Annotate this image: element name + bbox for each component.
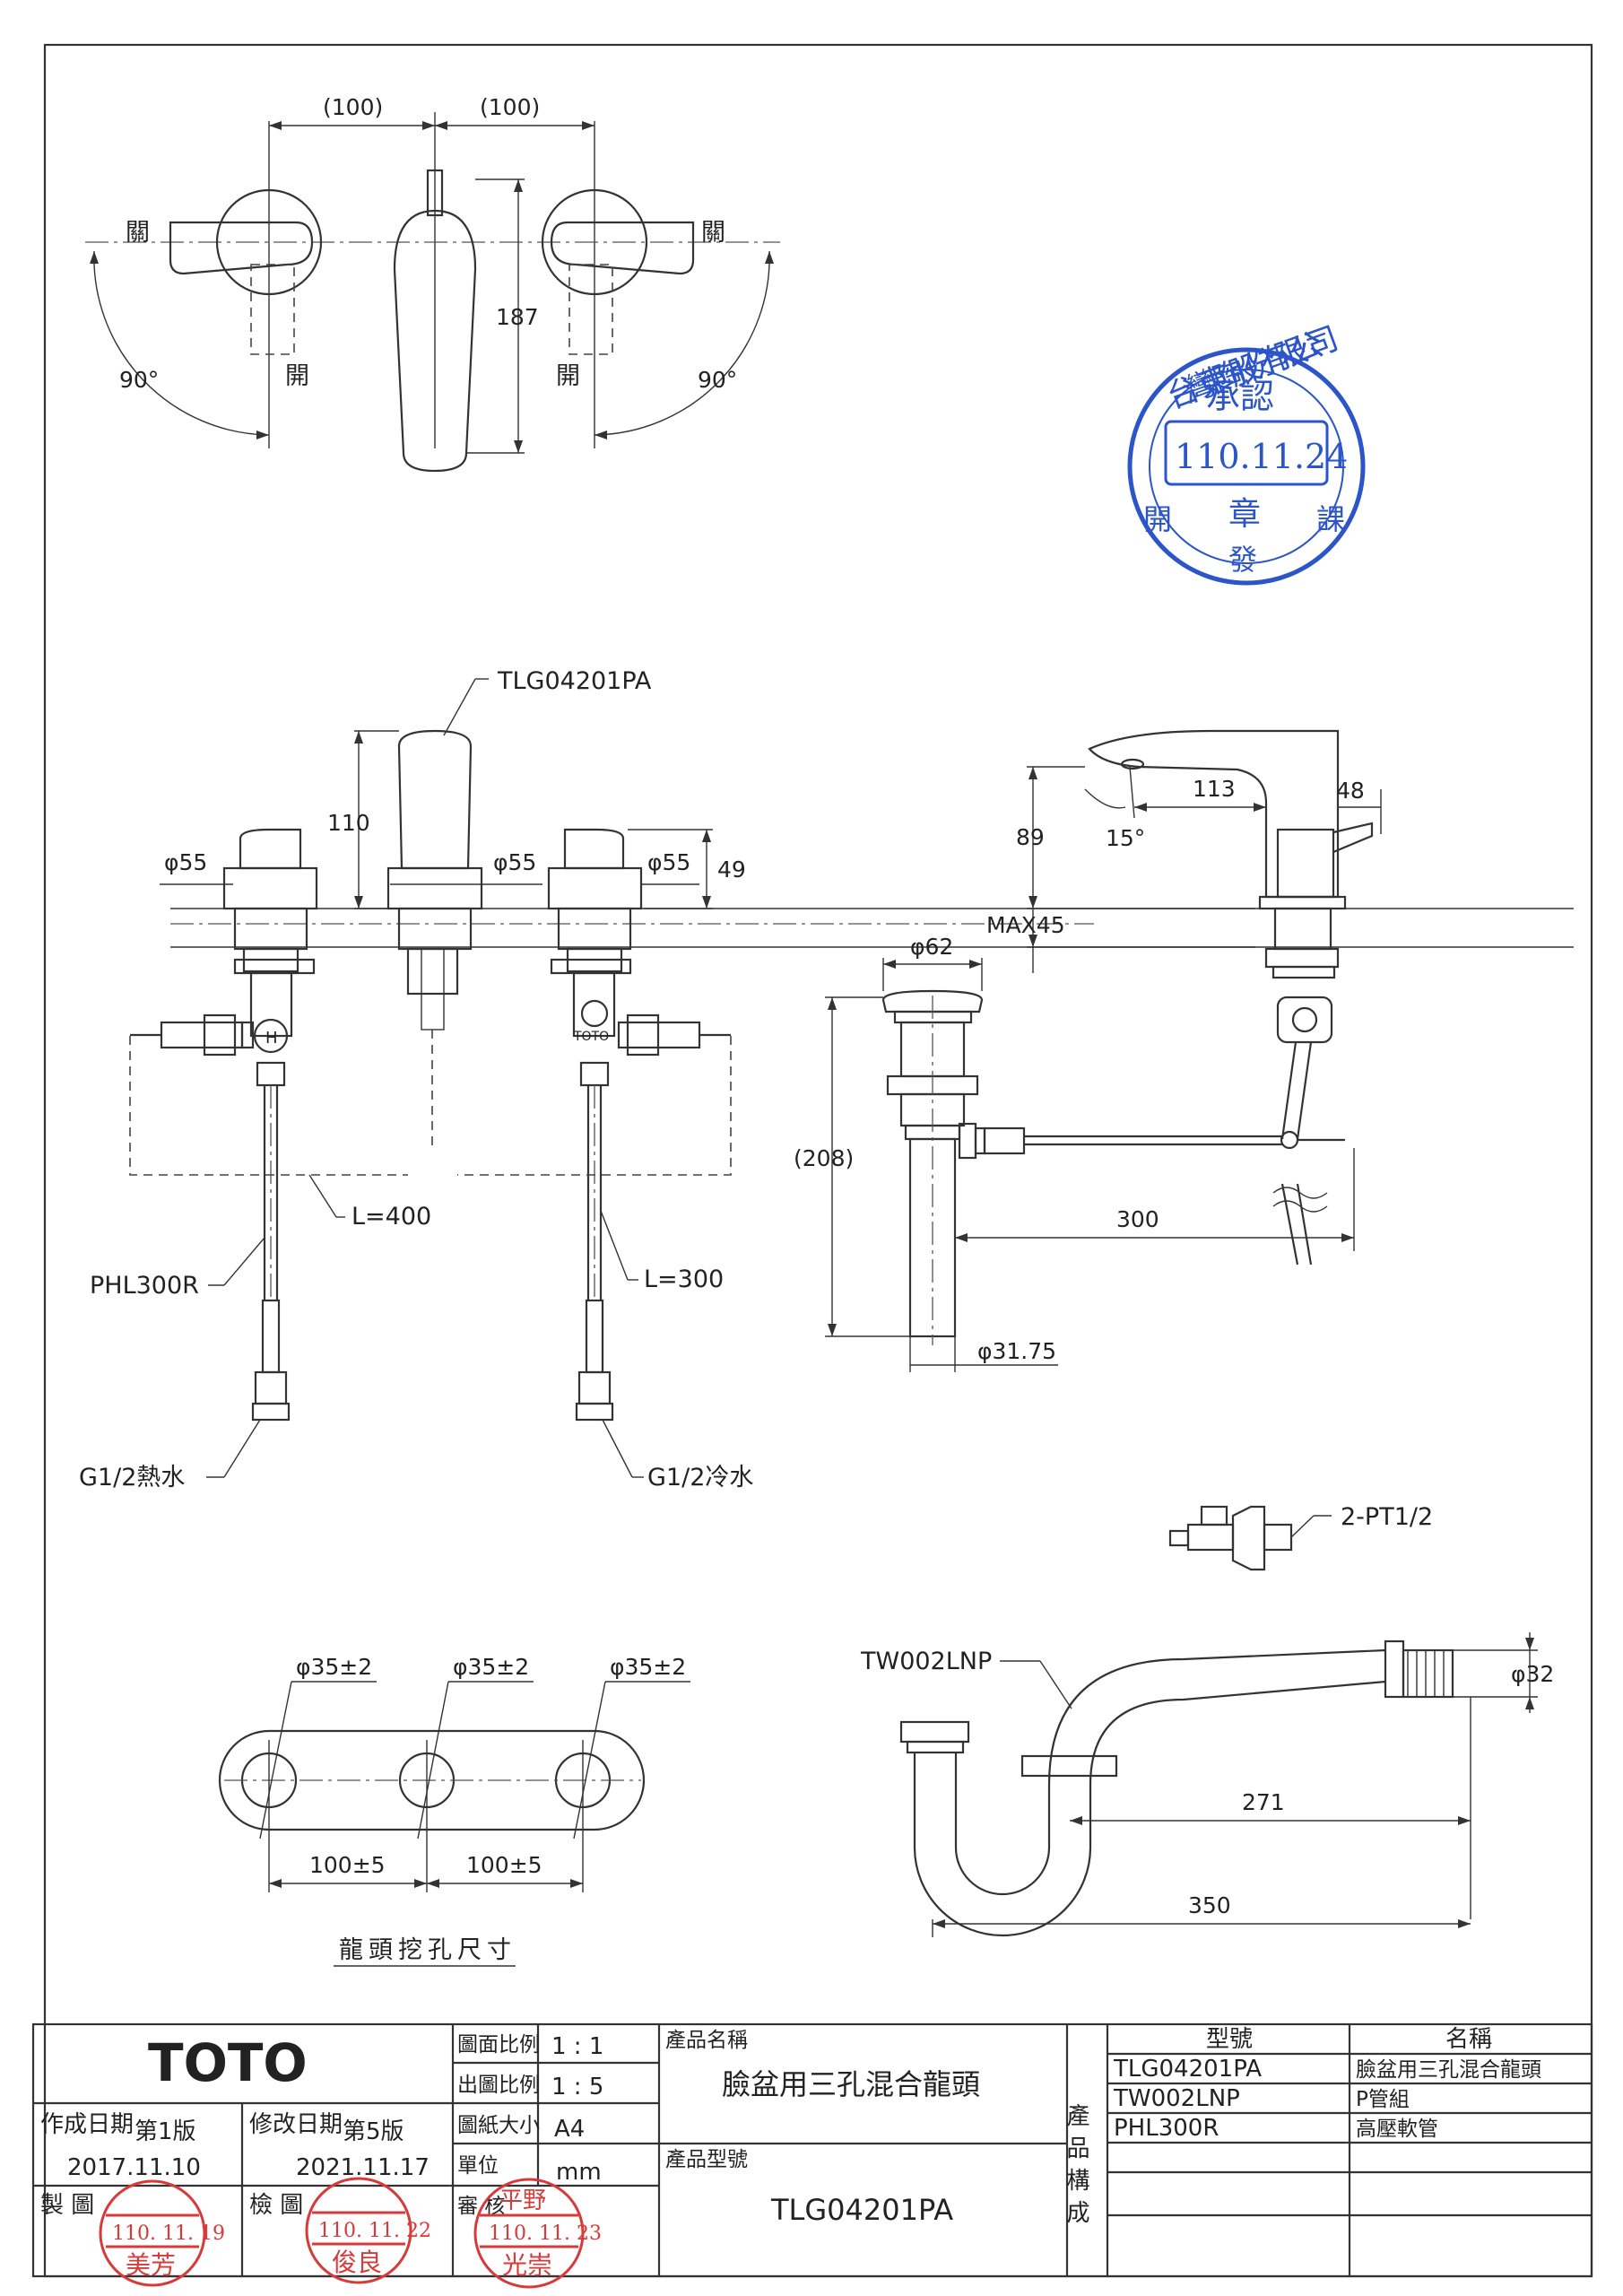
hole-layout-caption: 龍頭挖孔尺寸 <box>339 1936 516 1964</box>
stamp3-top: 平野 <box>499 2187 546 2214</box>
edition-5: 第5版 <box>343 2118 404 2145</box>
front-dia-left: φ55 <box>164 849 207 875</box>
drawer-stamp <box>99 2179 206 2287</box>
top-view: (100) (100) 187 關 關 開 開 90° 90° <box>85 94 780 473</box>
scale-value: 1 : 1 <box>551 2033 603 2060</box>
svg-text:H: H <box>265 1029 278 1048</box>
paper-label: 圖紙大小 <box>457 2114 540 2137</box>
print-scale-label: 出圖比例 <box>457 2074 540 2097</box>
side-angle-15: 15° <box>1106 825 1145 851</box>
side-dim-113: 113 <box>1193 776 1236 802</box>
trap-len-350: 350 <box>1188 1892 1231 1918</box>
drawn-label: 製 圖 <box>40 2192 94 2219</box>
drain-dia-62: φ62 <box>910 934 953 960</box>
stamp1-name: 美芳 <box>126 2250 176 2280</box>
stamp3-date: 110. 11. 23 <box>489 2222 602 2245</box>
scale-label: 圖面比例 <box>457 2033 540 2057</box>
trap-len-271: 271 <box>1242 1789 1285 1815</box>
checker-stamp <box>305 2177 412 2284</box>
label-close-left: 關 <box>126 219 150 247</box>
front-model-label: TLG04201PA <box>497 667 652 695</box>
label-open-right: 開 <box>556 362 580 390</box>
modified-label: 修改日期 <box>249 2111 343 2138</box>
drain-dia-3175: φ31.75 <box>977 1338 1056 1364</box>
side-dim-89: 89 <box>1016 824 1045 850</box>
hot-water-label: G1/2熱水 <box>79 1464 185 1492</box>
hole-spacing-2: 100±5 <box>466 1852 542 1878</box>
col-model-header: 型號 <box>1206 2026 1253 2053</box>
trap-model-label: TW002LNP <box>860 1648 992 1675</box>
valve-label: 2-PT1/2 <box>1341 1503 1433 1531</box>
front-view: TLG04201PA 110 H <box>79 667 1574 1492</box>
label-open-left: 開 <box>285 362 309 390</box>
hole-spacing-1: 100±5 <box>309 1852 386 1878</box>
dim-left-100: (100) <box>323 94 383 120</box>
hose-right-length: L=300 <box>644 1265 724 1293</box>
front-dia-mid: φ55 <box>493 849 536 875</box>
print-scale-value: 1 : 5 <box>551 2074 603 2100</box>
hole-dia-3: φ35±2 <box>610 1654 686 1680</box>
unit-value: mm <box>556 2159 602 2186</box>
composition-label: 產品構成 <box>1063 2103 1089 2232</box>
checked-label: 檢 圖 <box>249 2192 303 2219</box>
edition-1: 第1版 <box>135 2118 196 2145</box>
product-model-label: 產品型號 <box>665 2148 748 2171</box>
stamp2-name: 俊良 <box>332 2248 382 2277</box>
svg-text:TOTO: TOTO <box>573 1030 609 1044</box>
paper-value: A4 <box>554 2116 585 2143</box>
stamp-dept-mid: 發 <box>1228 543 1257 577</box>
dim-right-100: (100) <box>480 94 540 120</box>
cold-water-label: G1/2冷水 <box>647 1464 753 1492</box>
dim-height-187: 187 <box>496 304 539 330</box>
created-date: 2017.11.10 <box>67 2154 201 2181</box>
product-name: 臉盆用三孔混合龍頭 <box>722 2067 980 2101</box>
drain-len-300: 300 <box>1116 1206 1159 1232</box>
stamp-dept-right: 課 <box>1316 502 1345 536</box>
angle-valve: 2-PT1/2 <box>1168 1503 1433 1571</box>
side-max-45: MAX45 <box>986 912 1065 938</box>
col-name-header: 名稱 <box>1445 2026 1492 2053</box>
row1-model: TLG04201PA <box>1113 2056 1262 2083</box>
stamp-dept-left: 開 <box>1143 502 1172 536</box>
product-name-label: 產品名稱 <box>665 2029 748 2052</box>
reviewer-stamp <box>473 2178 585 2289</box>
row2-model: TW002LNP <box>1113 2085 1240 2112</box>
row1-name: 臉盆用三孔混合龍頭 <box>1356 2058 1541 2082</box>
title-block: TOTO 作成日期 第1版 2017.11.10 修改日期 第5版 2021.1… <box>31 2022 1593 2289</box>
hole-dia-2: φ35±2 <box>453 1654 529 1680</box>
side-view: 89 15° 113 48 MAX45 <box>986 729 1382 1265</box>
stamp2-date: 110. 11. 22 <box>318 2220 431 2242</box>
unit-label: 單位 <box>457 2154 499 2178</box>
hole-dia-1: φ35±2 <box>296 1654 372 1680</box>
front-dim-110: 110 <box>327 810 370 836</box>
row3-model: PHL300R <box>1114 2115 1219 2142</box>
label-angle-left: 90° <box>119 367 159 393</box>
front-dim-49: 49 <box>717 857 746 883</box>
label-close-right: 關 <box>701 219 725 247</box>
side-dim-48: 48 <box>1336 778 1365 804</box>
stamp3-name: 光崇 <box>502 2250 552 2280</box>
product-model: TLG04201PA <box>770 2193 953 2227</box>
row2-name: P管組 <box>1356 2088 1410 2111</box>
created-label: 作成日期 <box>40 2111 134 2138</box>
label-angle-right: 90° <box>698 367 737 393</box>
front-dia-right: φ55 <box>647 849 690 875</box>
drain-height-208: (208) <box>794 1145 854 1171</box>
brand-logo: TOTO <box>148 2032 308 2093</box>
row3-name: 高壓軟管 <box>1356 2118 1438 2141</box>
stamp-seal: 章 <box>1228 496 1261 533</box>
p-trap: TW002LNP φ32 271 350 <box>860 1632 1554 1937</box>
stamp-date: 110.11.24 <box>1175 437 1348 476</box>
hose-model-label: PHL300R <box>90 1272 199 1300</box>
modified-date: 2021.11.17 <box>296 2154 430 2181</box>
stamp1-date: 110. 11. 19 <box>112 2222 225 2245</box>
drain-view: φ62 (208) 300 φ31.75 <box>794 934 1355 1372</box>
hole-layout: 100±5 100±5 φ35±2 φ35±2 φ35±2 龍頭挖孔尺寸 <box>218 1654 690 1967</box>
approval-stamp: 台灣東陶股份有限公司 承認 110.11.24 章 開 發 課 <box>1127 320 1366 586</box>
stamp-title: 承認 <box>1206 377 1274 416</box>
trap-dia-32: φ32 <box>1511 1661 1554 1687</box>
hose-left-length: L=400 <box>352 1203 431 1231</box>
